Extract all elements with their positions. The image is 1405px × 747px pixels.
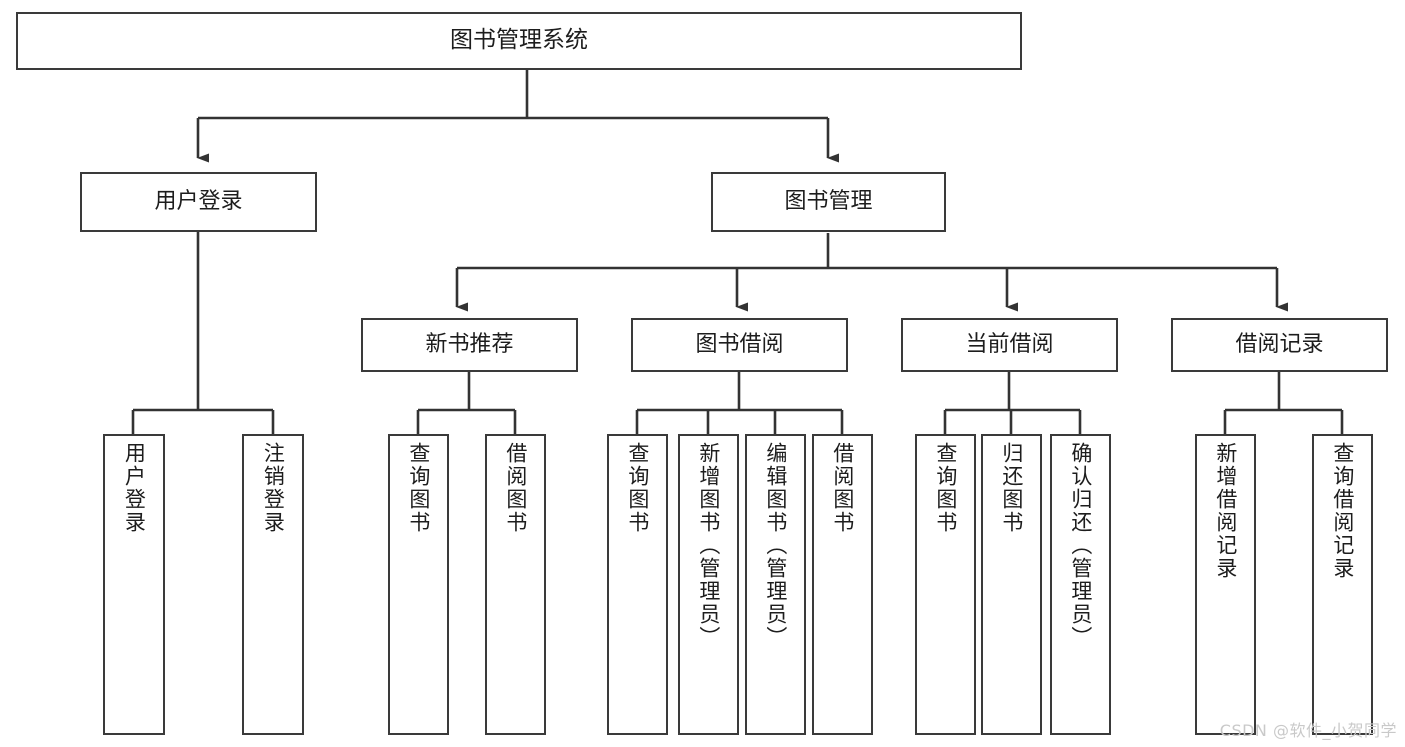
node-leaf-borrow-book-1-label: 借阅图书 bbox=[503, 442, 528, 534]
node-current-borrow[interactable]: 当前借阅 bbox=[901, 318, 1118, 372]
node-leaf-add-record[interactable]: 新增借阅记录 bbox=[1195, 434, 1256, 735]
node-root[interactable]: 图书管理系统 bbox=[16, 12, 1022, 70]
node-leaf-query-book-2[interactable]: 查询图书 bbox=[607, 434, 668, 735]
node-leaf-return-book[interactable]: 归还图书 bbox=[981, 434, 1042, 735]
node-leaf-query-book-3[interactable]: 查询图书 bbox=[915, 434, 976, 735]
node-leaf-query-book-1[interactable]: 查询图书 bbox=[388, 434, 449, 735]
node-book-manage[interactable]: 图书管理 bbox=[711, 172, 946, 232]
node-leaf-query-book-1-label: 查询图书 bbox=[406, 442, 431, 534]
node-borrow-record-label: 借阅记录 bbox=[1235, 332, 1324, 358]
node-leaf-logout[interactable]: 注销登录 bbox=[242, 434, 304, 735]
node-book-borrow[interactable]: 图书借阅 bbox=[631, 318, 848, 372]
node-leaf-user-login-label: 用户登录 bbox=[122, 442, 147, 534]
node-user-login-label: 用户登录 bbox=[154, 189, 243, 215]
node-leaf-add-record-label: 新增借阅记录 bbox=[1213, 442, 1238, 580]
node-leaf-edit-book[interactable]: 编辑图书（管理员） bbox=[745, 434, 806, 735]
node-leaf-query-book-2-label: 查询图书 bbox=[625, 442, 650, 534]
node-book-borrow-label: 图书借阅 bbox=[695, 332, 784, 358]
node-leaf-query-record[interactable]: 查询借阅记录 bbox=[1312, 434, 1373, 735]
node-leaf-borrow-book-2-label: 借阅图书 bbox=[830, 442, 855, 534]
node-leaf-add-book-label: 新增图书（管理员） bbox=[696, 442, 721, 649]
node-leaf-query-book-3-label: 查询图书 bbox=[933, 442, 958, 534]
node-leaf-return-book-label: 归还图书 bbox=[999, 442, 1024, 534]
node-new-book-rec[interactable]: 新书推荐 bbox=[361, 318, 578, 372]
node-leaf-borrow-book-1[interactable]: 借阅图书 bbox=[485, 434, 546, 735]
node-current-borrow-label: 当前借阅 bbox=[965, 332, 1054, 358]
node-leaf-user-login[interactable]: 用户登录 bbox=[103, 434, 165, 735]
csdn-watermark: CSDN @软件_小贺同学 bbox=[1219, 721, 1397, 740]
node-leaf-borrow-book-2[interactable]: 借阅图书 bbox=[812, 434, 873, 735]
node-leaf-confirm-return-label: 确认归还（管理员） bbox=[1068, 442, 1093, 649]
node-leaf-logout-label: 注销登录 bbox=[261, 442, 286, 534]
node-leaf-add-book[interactable]: 新增图书（管理员） bbox=[678, 434, 739, 735]
node-leaf-edit-book-label: 编辑图书（管理员） bbox=[763, 442, 788, 649]
node-leaf-query-record-label: 查询借阅记录 bbox=[1330, 442, 1355, 580]
node-new-book-rec-label: 新书推荐 bbox=[425, 332, 514, 358]
node-leaf-confirm-return[interactable]: 确认归还（管理员） bbox=[1050, 434, 1111, 735]
node-borrow-record[interactable]: 借阅记录 bbox=[1171, 318, 1388, 372]
node-user-login[interactable]: 用户登录 bbox=[80, 172, 317, 232]
node-book-manage-label: 图书管理 bbox=[784, 189, 873, 215]
node-root-label: 图书管理系统 bbox=[450, 27, 588, 54]
